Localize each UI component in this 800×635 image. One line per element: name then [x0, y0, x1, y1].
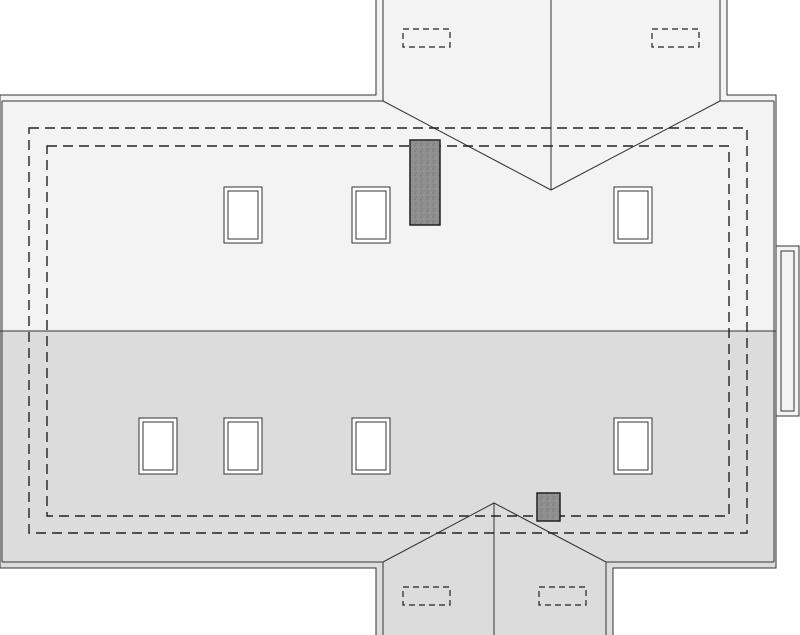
- dormer-vent: [402, 586, 451, 606]
- side-bay: [775, 245, 800, 417]
- north-dormer: [382, 0, 721, 191]
- outer-wall-dashed-line: [28, 127, 748, 534]
- skylight: [223, 186, 263, 244]
- dormer-vent: [651, 28, 700, 48]
- skylight: [613, 417, 653, 475]
- skylight: [138, 417, 178, 475]
- skylight: [351, 417, 391, 475]
- chimney-large: [409, 139, 441, 226]
- main-roof-upper-slope: [0, 0, 776, 331]
- dormer-vent: [402, 28, 451, 48]
- skylight: [351, 186, 391, 244]
- inner-wall-dashed-line: [46, 145, 730, 517]
- south-dormer: [382, 502, 607, 635]
- skylight: [223, 417, 263, 475]
- chimney-small: [536, 492, 561, 522]
- dormer-vent: [538, 586, 587, 606]
- main-roof-lower-slope: [0, 331, 776, 635]
- skylight: [613, 186, 653, 244]
